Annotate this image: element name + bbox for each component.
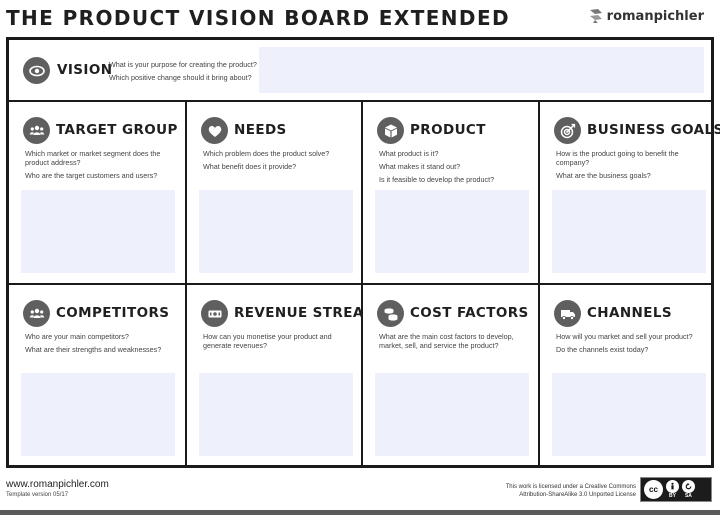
question: Which market or market segment does the … [25, 149, 161, 167]
product-note-area[interactable] [375, 190, 529, 273]
target-group-section: TARGET GROUP Which market or market segm… [8, 101, 186, 284]
channels-section: CHANNELS How will you market and sell yo… [539, 284, 712, 466]
cc-sub-icons [666, 480, 695, 493]
coins-icon [377, 300, 404, 327]
channels-note-area[interactable] [552, 373, 706, 456]
romanpichler-logo-icon [589, 9, 602, 23]
money-icon [201, 300, 228, 327]
revenue-streams-heading: REVENUE STREAMS [234, 305, 388, 321]
brand-name: romanpichler [606, 8, 704, 24]
cc-sa-label: SA [684, 493, 692, 499]
target-group-questions: Which market or market segment does the … [25, 149, 173, 184]
bottom-edge [0, 510, 720, 515]
question: What benefit does it provide? [203, 162, 297, 171]
target-icon [554, 117, 581, 144]
cc-license-badge[interactable]: cc BY SA [640, 477, 712, 502]
heart-icon [201, 117, 228, 144]
question: What are their strengths and weaknesses? [25, 345, 162, 354]
truck-icon [554, 300, 581, 327]
competitors-note-area[interactable] [21, 373, 175, 456]
cc-labels: BY SA [666, 480, 695, 499]
target-group-heading: TARGET GROUP [56, 122, 178, 138]
vision-heading: VISION [57, 62, 113, 78]
product-heading: PRODUCT [410, 122, 486, 138]
license-line: This work is licensed under a Creative C… [505, 484, 636, 490]
vision-note-area[interactable] [259, 47, 704, 93]
cc-terms: BY SA [666, 493, 692, 499]
revenue-streams-note-area[interactable] [199, 373, 353, 456]
business-goals-heading: BUSINESS GOALS [587, 122, 720, 138]
competitors-section: COMPETITORS Who are your main competitor… [8, 284, 186, 466]
question: Which problem does the product solve? [203, 149, 330, 158]
needs-section: NEEDS Which problem does the product sol… [186, 101, 362, 284]
question: Who are the target customers and users? [25, 171, 158, 180]
vision-section: VISION What is your purpose for creating… [8, 39, 712, 101]
vision-question: Which positive change should it bring ab… [109, 73, 252, 82]
business-goals-questions: How is the product going to benefit the … [556, 149, 704, 184]
question: Do the channels exist today? [556, 345, 649, 354]
needs-questions: Which problem does the product solve? Wh… [203, 149, 351, 175]
template-version: Template version 05/17 [6, 492, 69, 498]
question: What product is it? [379, 149, 439, 158]
vision-question: What is your purpose for creating the pr… [109, 60, 257, 69]
question: How can you monetise your product and ge… [203, 332, 332, 350]
footer-url[interactable]: www.romanpichler.com [6, 479, 109, 490]
cost-factors-questions: What are the main cost factors to develo… [379, 332, 527, 354]
attribution-icon [666, 480, 679, 493]
question: How is the product going to benefit the … [556, 149, 679, 167]
eye-icon [23, 57, 50, 84]
needs-note-area[interactable] [199, 190, 353, 273]
cube-icon [377, 117, 404, 144]
question: Is it feasible to develop the product? [379, 175, 495, 184]
question: What makes it stand out? [379, 162, 461, 171]
cc-by-label: BY [669, 493, 676, 499]
question: What are the business goals? [556, 171, 651, 180]
vision-questions: What is your purpose for creating the pr… [109, 60, 259, 86]
revenue-streams-section: REVENUE STREAMS How can you monetise you… [186, 284, 387, 466]
business-goals-section: BUSINESS GOALS How is the product going … [539, 101, 720, 284]
people-group-icon [23, 300, 50, 327]
license-line: Attribution-ShareAlike 3.0 Unported Lice… [519, 492, 636, 498]
channels-heading: CHANNELS [587, 305, 672, 321]
target-group-note-area[interactable] [21, 190, 175, 273]
share-alike-icon [682, 480, 695, 493]
competitors-heading: COMPETITORS [56, 305, 170, 321]
question: What are the main cost factors to develo… [379, 332, 514, 350]
people-group-icon [23, 117, 50, 144]
competitors-questions: Who are your main competitors? What are … [25, 332, 173, 358]
question: How will you market and sell your produc… [556, 332, 693, 341]
license-text: This work is licensed under a Creative C… [506, 483, 636, 499]
cost-factors-note-area[interactable] [375, 373, 529, 456]
channels-questions: How will you market and sell your produc… [556, 332, 704, 358]
cc-icon: cc [644, 480, 663, 499]
cost-factors-section: COST FACTORS What are the main cost fact… [362, 284, 539, 466]
product-section: PRODUCT What product is it? What makes i… [362, 101, 539, 284]
page-title: THE PRODUCT VISION BOARD EXTENDED [6, 6, 511, 30]
vision-board: VISION What is your purpose for creating… [6, 37, 720, 468]
revenue-streams-questions: How can you monetise your product and ge… [203, 332, 351, 354]
product-questions: What product is it? What makes it stand … [379, 149, 527, 188]
brand-logo: romanpichler [589, 8, 704, 24]
cost-factors-heading: COST FACTORS [410, 305, 529, 321]
business-goals-note-area[interactable] [552, 190, 706, 273]
question: Who are your main competitors? [25, 332, 129, 341]
needs-heading: NEEDS [234, 122, 287, 138]
